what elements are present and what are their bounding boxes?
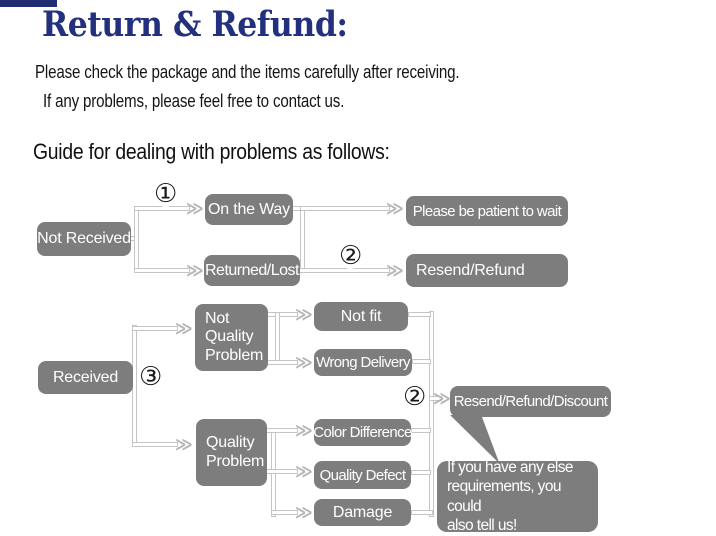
node-quality-problem: Quality Problem <box>196 419 267 486</box>
intro-line-2: If any problems, please feel free to con… <box>43 91 345 111</box>
node-resend-refund-discount: Resend/Refund/Discount <box>450 386 611 417</box>
connector-line <box>408 312 431 317</box>
connector-line <box>134 206 139 273</box>
step-3-badge: ③ <box>139 362 163 392</box>
connector-line <box>132 442 178 447</box>
connector-line <box>271 510 298 515</box>
arrow-right-icon: ≫ <box>175 319 193 339</box>
node-damage: Damage <box>314 499 411 526</box>
node-on-the-way: On the Way <box>205 194 293 225</box>
step-2-badge: ② <box>403 382 427 412</box>
speech-bubble-note: If you have any else requirements, you c… <box>437 459 598 534</box>
connector-line <box>411 510 433 515</box>
node-received: Received <box>38 361 133 394</box>
arrow-right-icon: ≫ <box>386 261 404 281</box>
arrow-right-icon: ≫ <box>295 421 313 441</box>
arrow-right-icon: ≫ <box>295 462 313 482</box>
step-2-badge: ② <box>339 241 363 271</box>
connector-line <box>266 312 298 317</box>
connector-line <box>132 326 178 331</box>
connector-line <box>134 268 190 273</box>
connector-line <box>429 396 442 401</box>
arrow-right-icon: ≫ <box>386 199 404 219</box>
connector-line <box>300 206 305 273</box>
arrow-right-icon: ≫ <box>295 503 313 523</box>
arrow-right-icon: ≫ <box>186 261 204 281</box>
arrow-right-icon: ≫ <box>295 305 313 325</box>
node-returned-lost: Returned/Lost <box>204 255 300 286</box>
step-1-badge: ① <box>154 179 178 209</box>
node-not-quality-problem: Not Quality Problem <box>195 304 268 371</box>
guide-heading: Guide for dealing with problems as follo… <box>33 139 390 164</box>
connector-line <box>429 311 434 517</box>
connector-line <box>412 359 431 364</box>
arrow-right-icon: ≫ <box>295 353 313 373</box>
page-title: Return & Refund: <box>42 4 348 45</box>
node-not-received: Not Received <box>37 222 131 256</box>
connector-line <box>411 428 431 433</box>
connector-line <box>266 428 298 433</box>
connector-line <box>266 360 298 365</box>
node-color-difference: Color Difference <box>313 419 412 446</box>
connector-line <box>275 312 280 365</box>
connector-line <box>300 206 390 211</box>
node-quality-defect: Quality Defect <box>314 461 411 489</box>
intro-line-1: Please check the package and the items c… <box>35 62 460 82</box>
node-resend-refund: Resend/Refund <box>406 254 568 287</box>
top-accent-bar <box>0 0 57 7</box>
arrow-right-icon: ≫ <box>175 435 193 455</box>
arrow-right-icon: ≫ <box>186 199 204 219</box>
connector-line <box>411 470 431 475</box>
connector-line <box>266 469 298 474</box>
arrow-right-icon: ≫ <box>433 389 451 409</box>
node-not-fit: Not fit <box>314 302 408 331</box>
node-wrong-delivery: Wrong Delivery <box>314 349 412 376</box>
node-please-be-patient: Please be patient to wait <box>406 196 568 226</box>
